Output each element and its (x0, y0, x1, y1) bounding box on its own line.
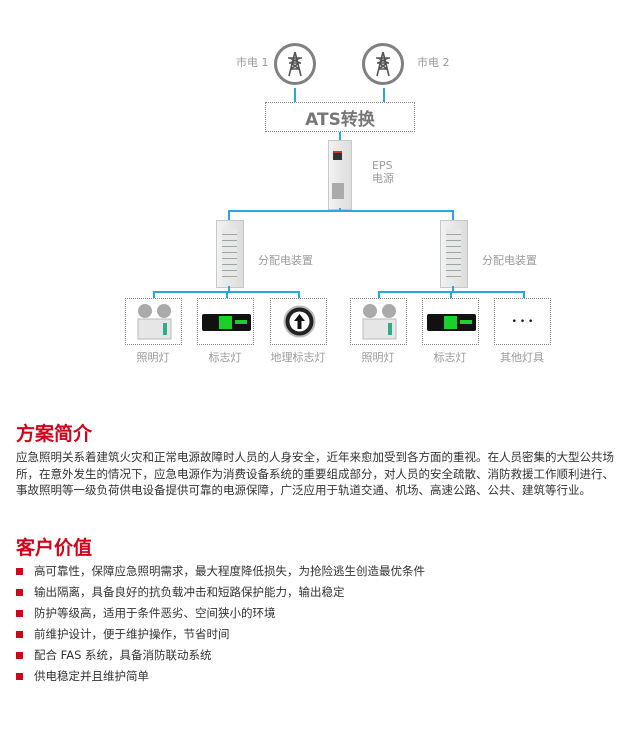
list-item: 前维护设计，便于维护操作，节省时间 (16, 626, 230, 642)
device-label: 地理标志灯 (270, 351, 326, 364)
list-item: 供电稳定并且维护简单 (16, 668, 149, 684)
ats-switch-box: ATS转换 (265, 102, 415, 132)
list-item: 输出隔离，具备良好的抗负载冲击和短路保护能力，输出稳定 (16, 584, 345, 600)
bullet-icon (16, 672, 23, 680)
power-tower-icon (274, 43, 316, 85)
list-item: 高可靠性，保障应急照明需求，最大程度降低损失，为抢险逃生创造最优条件 (16, 563, 425, 579)
device-label: 照明灯 (361, 351, 395, 364)
lighting-lamp-image (350, 298, 407, 345)
device-label: 照明灯 (136, 351, 170, 364)
bullet-icon (16, 567, 23, 575)
grid2-label: 市电 2 (417, 56, 450, 69)
grid1-label: 市电 1 (236, 56, 269, 69)
device-label: 标志灯 (208, 351, 242, 364)
eps-label-sub: 电源 (372, 172, 394, 185)
device-label: 标志灯 (433, 351, 467, 364)
bullet-icon (16, 609, 23, 617)
intro-body: 应急照明关系着建筑火灾和正常电源故障时人员的人身安全，近年来愈加受到各方面的重视… (16, 450, 614, 497)
value-title: 客户价值 (16, 537, 93, 559)
distribution-label-left: 分配电装置 (258, 254, 313, 267)
bullet-icon (16, 630, 23, 638)
power-tower-icon (362, 43, 404, 85)
lighting-lamp-image (125, 298, 182, 345)
bullet-icon (16, 651, 23, 659)
device-label: 其他灯具 (500, 351, 544, 364)
distribution-cabinet-image (216, 220, 244, 288)
exit-sign-image (422, 298, 479, 345)
distribution-label-right: 分配电装置 (482, 254, 537, 267)
eps-label: EPS (372, 159, 393, 172)
exit-sign-image (197, 298, 254, 345)
distribution-cabinet-image (440, 220, 468, 288)
intro-title: 方案简介 (16, 423, 93, 445)
eps-cabinet-image (328, 140, 352, 210)
more-devices-icon: • • • (494, 298, 551, 345)
floor-sign-image (270, 298, 327, 345)
list-item: 配合 FAS 系统，具备消防联动系统 (16, 647, 212, 663)
list-item: 防护等级高，适用于条件恶劣、空间狭小的环境 (16, 605, 276, 621)
bullet-icon (16, 588, 23, 596)
